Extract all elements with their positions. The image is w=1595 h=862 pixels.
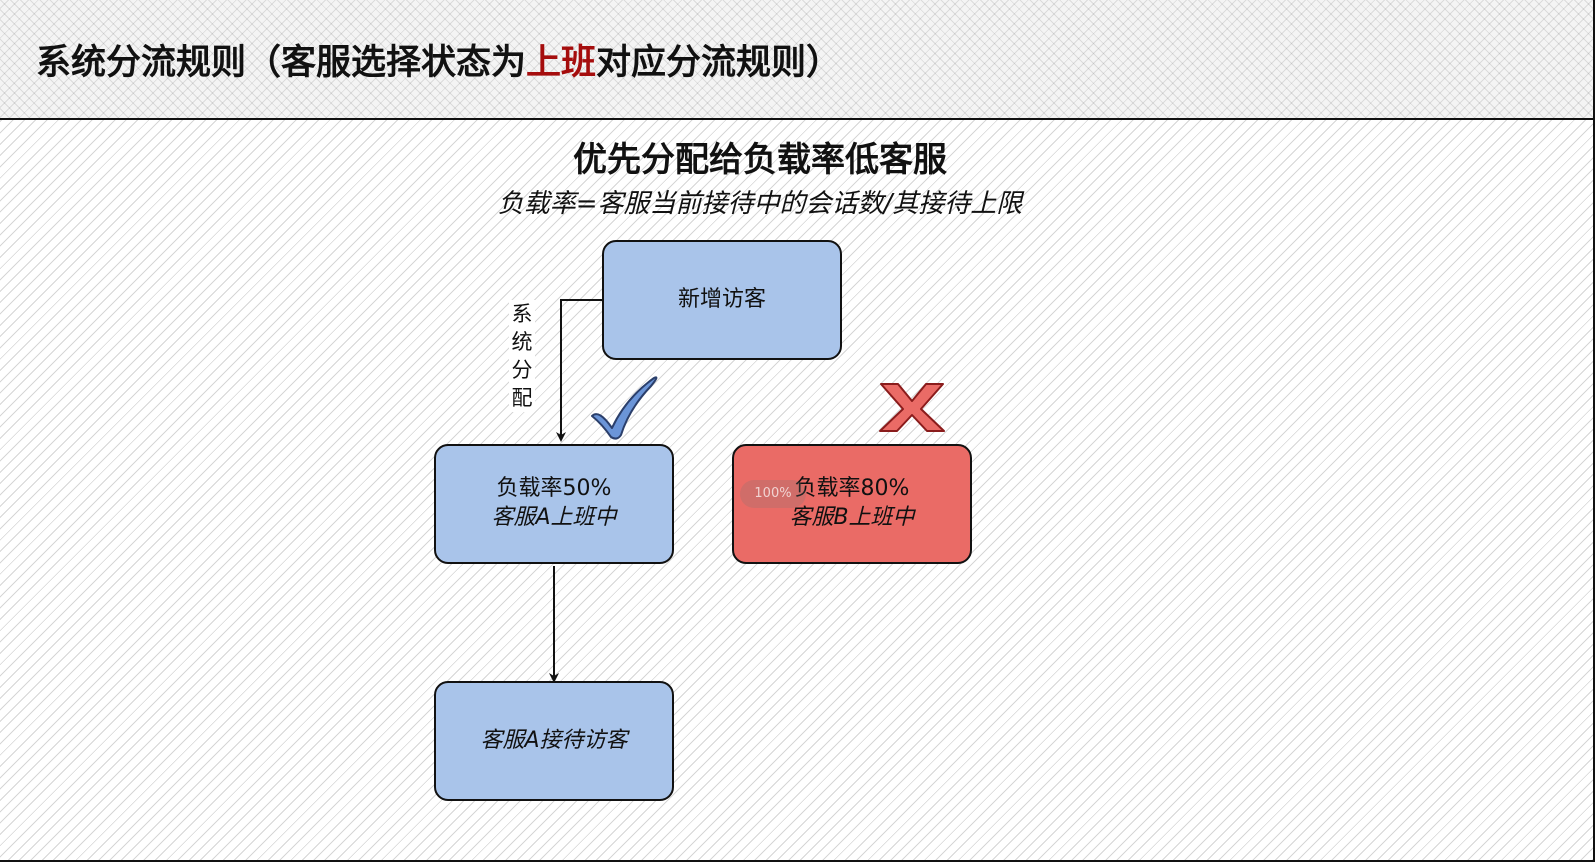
node-agent-b: 负载率80% 客服B上班中 <box>732 444 972 564</box>
diagram-subtitle: 负载率=客服当前接待中的会话数/其接待上限 <box>497 189 1023 219</box>
edge-label-system-assign: 系 统 分 配 <box>509 300 535 412</box>
node-agent-a: 负载率50% 客服A上班中 <box>434 444 674 564</box>
header-banner: 系统分流规则（客服选择状态为上班对应分流规则） <box>0 0 1595 119</box>
agent-a-status: 客服A上班中 <box>491 505 617 530</box>
agent-b-load: 负载率80% <box>794 476 910 502</box>
agent-b-status: 客服B上班中 <box>789 505 915 530</box>
node-agent-a-serves: 客服A接待访客 <box>434 681 674 801</box>
diagram-title: 优先分配给负载率低客服 <box>573 140 947 180</box>
node-new-visitor-label: 新增访客 <box>677 286 766 312</box>
node-new-visitor: 新增访客 <box>602 240 842 360</box>
check-icon <box>591 376 658 440</box>
agent-a-load: 负载率50% <box>496 476 612 502</box>
zoom-indicator-overlay: 100% <box>740 480 806 508</box>
cross-icon <box>879 383 945 432</box>
title-highlight: 上班 <box>526 43 597 83</box>
page-title: 系统分流规则（客服选择状态为上班对应分流规则） <box>36 43 842 83</box>
edge-visitor-to-agent-a <box>556 299 602 442</box>
result-label: 客服A接待访客 <box>480 727 628 753</box>
